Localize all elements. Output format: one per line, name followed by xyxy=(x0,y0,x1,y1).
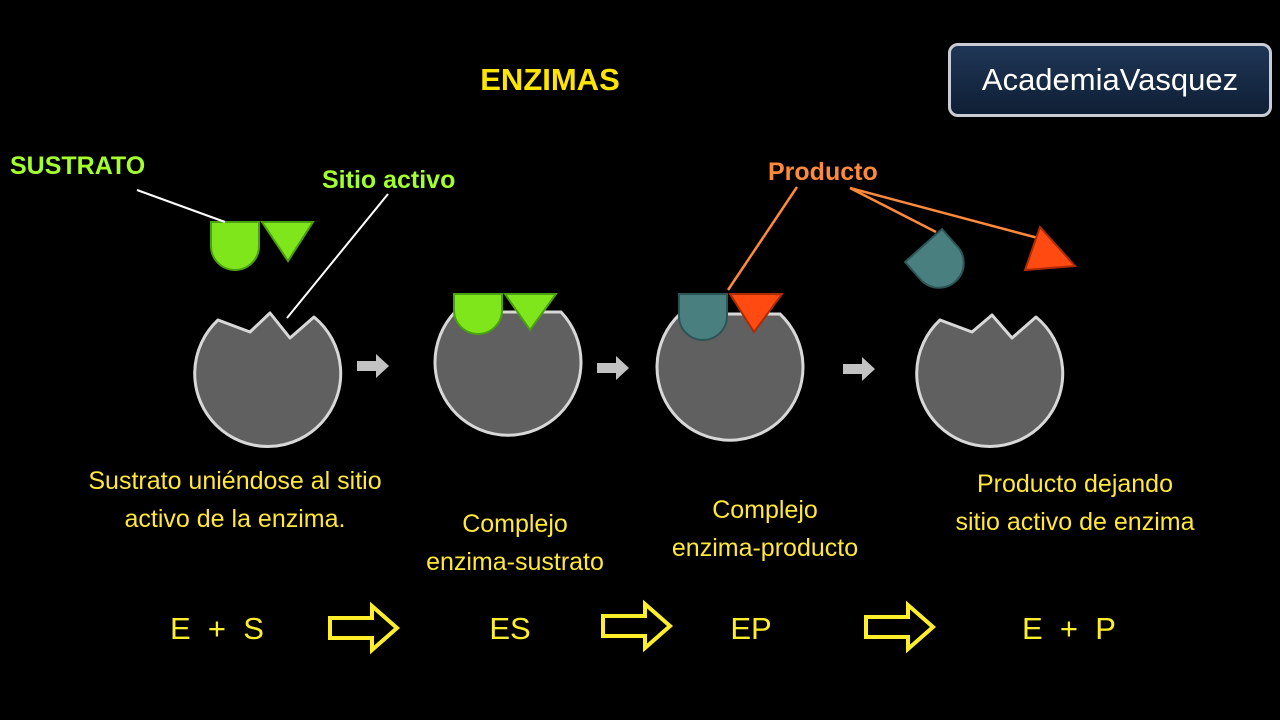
brand-logo: AcademiaVasquez xyxy=(948,43,1272,117)
caption-stage-3-line-2: enzima-producto xyxy=(671,534,859,562)
equation-ep: EP xyxy=(730,611,772,646)
ep-product-triangle xyxy=(728,293,784,334)
label-sustrato: SUSTRATO xyxy=(10,152,146,180)
released-product-triangle xyxy=(1023,225,1078,272)
caption-stage-3-line-1: Complejo xyxy=(712,496,818,524)
ep-product-semicircle xyxy=(678,293,728,341)
producto-pointer-line-1 xyxy=(726,186,799,291)
substrate-triangle xyxy=(260,221,315,263)
caption-stage-4: Producto dejando sitio activo de enzima xyxy=(915,465,1235,541)
caption-stage-1-line-1: Sustrato uniéndose al sitio xyxy=(88,467,382,495)
enzyme-3 xyxy=(655,312,805,442)
caption-stage-1: Sustrato uniéndose al sitio activo de la… xyxy=(40,462,430,538)
arrow-gray-1 xyxy=(357,354,389,378)
caption-stage-1-line-2: activo de la enzima. xyxy=(124,505,346,533)
enzyme-4 xyxy=(915,313,1065,448)
equation-es: ES xyxy=(489,611,531,646)
caption-stage-2-line-2: enzima-sustrato xyxy=(426,548,604,576)
caption-stage-2-line-1: Complejo xyxy=(462,510,568,538)
page-title: ENZIMAS xyxy=(480,62,620,97)
es-substrate-triangle xyxy=(503,293,558,332)
enzyme-2 xyxy=(433,310,583,437)
sitio-activo-pointer-line xyxy=(286,193,389,319)
arrow-yellow-2 xyxy=(601,599,674,653)
es-substrate-semicircle xyxy=(453,293,503,335)
caption-stage-3: Complejo enzima-producto xyxy=(645,491,885,567)
equation-e-plus-s: E + S xyxy=(170,611,264,646)
arrow-yellow-1 xyxy=(328,601,401,655)
arrow-yellow-3 xyxy=(864,600,937,654)
label-sitio-activo: Sitio activo xyxy=(322,166,456,194)
producto-pointer-line-2 xyxy=(849,186,937,234)
caption-stage-2: Complejo enzima-sustrato xyxy=(395,505,635,581)
sustrato-pointer-line xyxy=(136,189,226,223)
arrow-gray-3 xyxy=(843,357,875,381)
arrow-gray-2 xyxy=(597,356,629,380)
released-product-semicircle xyxy=(903,227,965,289)
caption-stage-4-line-1: Producto dejando xyxy=(977,470,1173,498)
label-producto: Producto xyxy=(768,158,878,186)
enzyme-1 xyxy=(193,311,343,448)
producto-pointer-line-3 xyxy=(849,186,1039,240)
caption-stage-4-line-2: sitio activo de enzima xyxy=(955,508,1195,536)
equation-e-plus-p: E + P xyxy=(1022,611,1116,646)
substrate-semicircle xyxy=(210,221,260,271)
